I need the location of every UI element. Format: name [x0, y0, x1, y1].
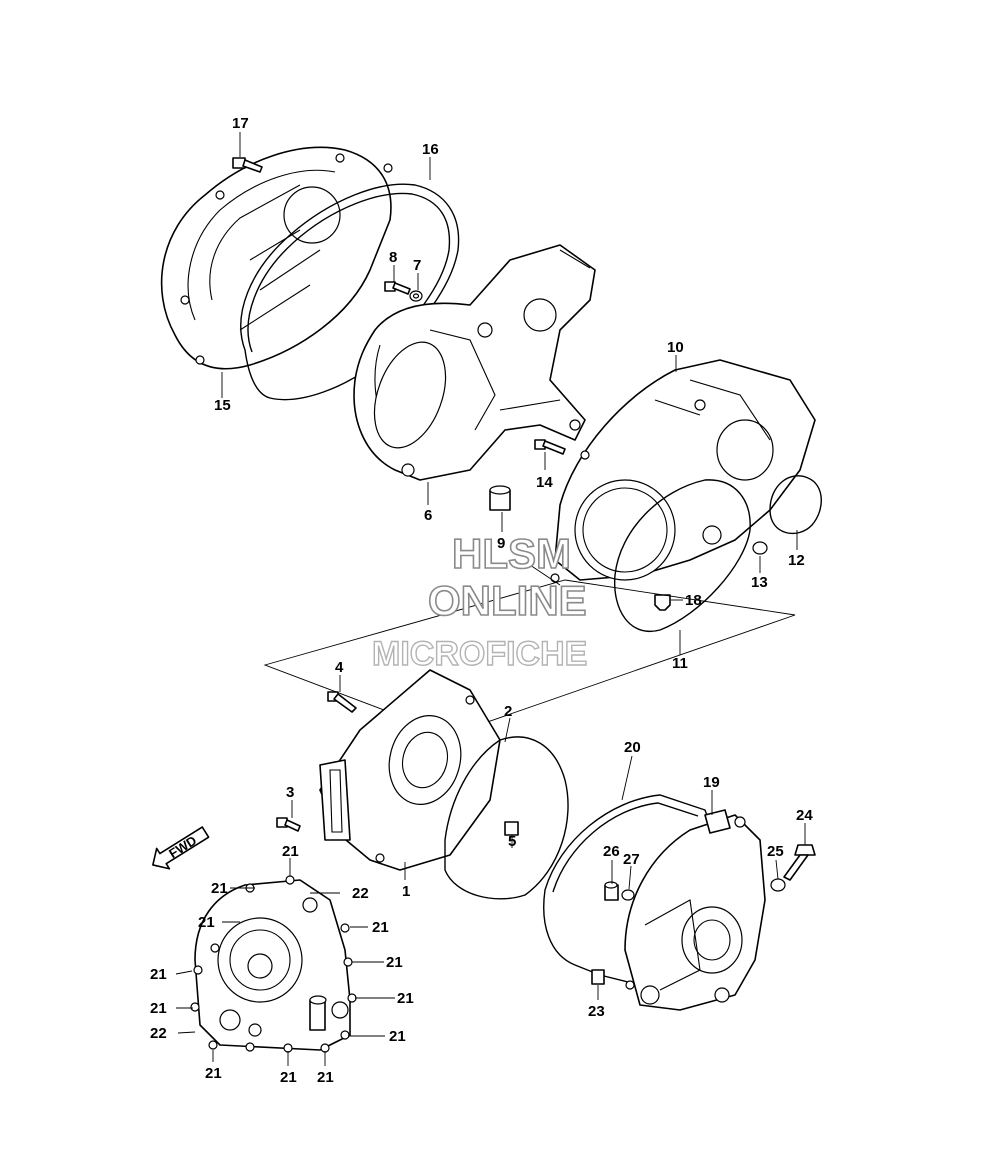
- outer-clutch-cover: [160, 146, 393, 370]
- inner-clutch-cover: [353, 244, 596, 481]
- callout-21: 21: [372, 919, 389, 936]
- callout-24: 24: [796, 807, 813, 824]
- callout-21: 21: [150, 1000, 167, 1017]
- callout-15: 15: [214, 397, 231, 414]
- bolt-24: [783, 844, 816, 881]
- callout-5: 5: [508, 833, 516, 850]
- callout-8: 8: [389, 249, 397, 266]
- bolt-14: [534, 439, 566, 455]
- callout-13: 13: [751, 574, 768, 591]
- washer-7: [409, 290, 423, 302]
- plug-26: [604, 881, 619, 901]
- bolt-3: [276, 817, 301, 832]
- dowel-23: [591, 969, 605, 985]
- callout-21: 21: [389, 1028, 406, 1045]
- generator-cover-1: [319, 669, 501, 871]
- forward-direction-badge: FWD: [152, 826, 210, 870]
- callout-18: 18: [685, 592, 702, 609]
- callout-10: 10: [667, 339, 684, 356]
- watermark-line-3: MICROFICHE: [372, 635, 587, 673]
- callout-2: 2: [504, 703, 512, 720]
- callout-21: 21: [280, 1069, 297, 1086]
- callout-3: 3: [286, 784, 294, 801]
- dowel-5: [504, 821, 519, 836]
- callout-21: 21: [150, 966, 167, 983]
- callout-27: 27: [623, 851, 640, 868]
- clutch-cover-10: [550, 359, 816, 583]
- watermark: HLSM ONLINE MICROFICHE: [371, 529, 588, 674]
- callout-4: 4: [335, 659, 344, 676]
- callout-21: 21: [397, 990, 414, 1007]
- outer-cover-gasket: [240, 183, 460, 401]
- callout-21: 21: [198, 914, 215, 931]
- gasket-12: [769, 475, 822, 535]
- callout-labels: 17 16 8 7 15 10 14 6 9 12 13 18 11 4 2 2…: [150, 115, 813, 1086]
- callout-11: 11: [672, 655, 688, 672]
- bolt-17: [232, 157, 263, 173]
- callout-12: 12: [788, 552, 805, 569]
- dowel-9: [489, 485, 511, 511]
- starter-cover-19: [624, 809, 766, 1011]
- callout-21: 21: [211, 880, 228, 897]
- callout-21: 21: [386, 954, 403, 971]
- magneto-cover: [190, 875, 357, 1053]
- gasket-11: [614, 479, 751, 633]
- watermark-line-1: HLSM: [452, 530, 571, 577]
- callout-16: 16: [422, 141, 439, 158]
- watermark-line-2: ONLINE: [428, 577, 587, 624]
- callout-19: 19: [703, 774, 720, 791]
- bolt-8: [384, 281, 411, 295]
- callout-9: 9: [497, 535, 505, 552]
- callout-1: 1: [402, 883, 410, 900]
- callout-21: 21: [282, 843, 299, 860]
- plug-18: [654, 594, 671, 611]
- oring-13: [752, 541, 768, 555]
- bolt-4: [327, 691, 357, 713]
- callout-22: 22: [150, 1025, 167, 1042]
- callout-23: 23: [588, 1003, 605, 1020]
- callout-6: 6: [424, 507, 432, 524]
- callout-21: 21: [317, 1069, 334, 1086]
- gasket-2: [444, 736, 569, 900]
- callout-26: 26: [603, 843, 620, 860]
- oring-25: [770, 878, 786, 892]
- callout-14: 14: [536, 474, 553, 491]
- callout-21: 21: [205, 1065, 222, 1082]
- callout-20: 20: [624, 739, 641, 756]
- callout-25: 25: [767, 843, 784, 860]
- washer-27: [621, 889, 635, 901]
- callout-17: 17: [232, 115, 249, 132]
- callout-22: 22: [352, 885, 369, 902]
- callout-7: 7: [413, 257, 421, 274]
